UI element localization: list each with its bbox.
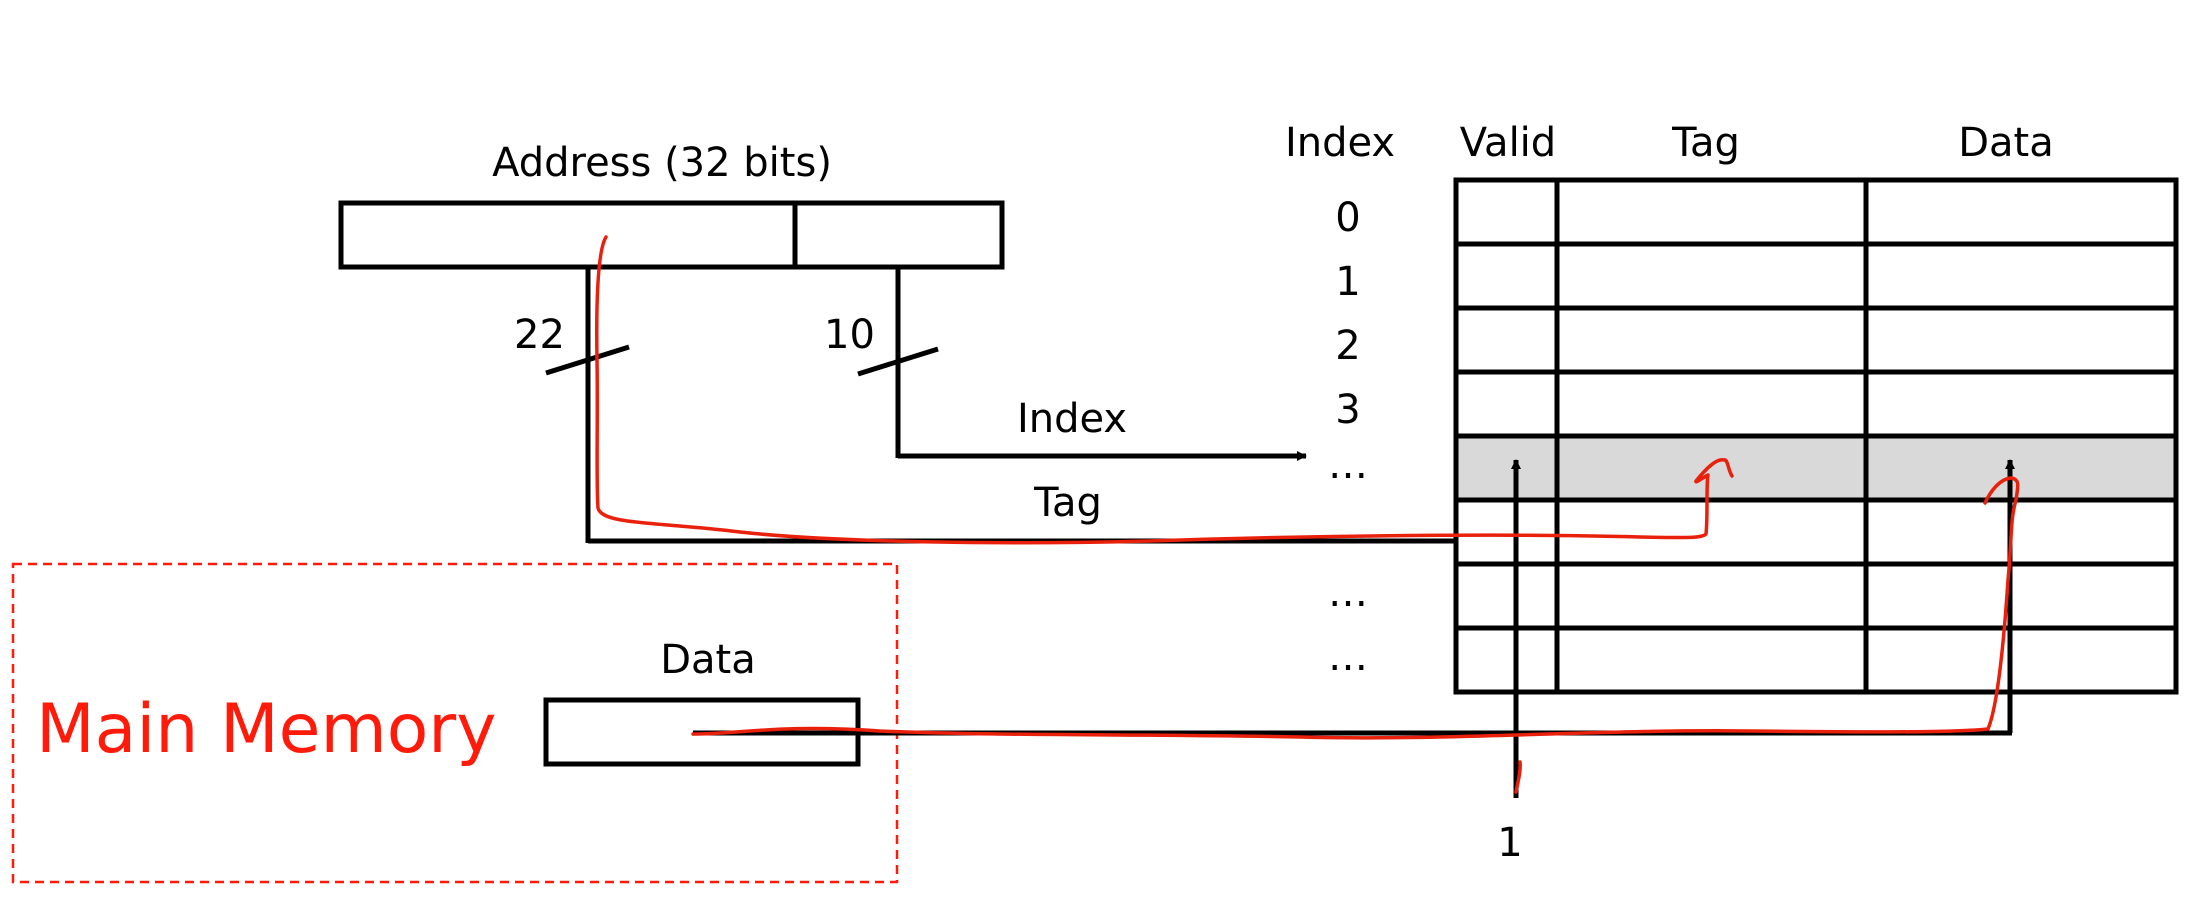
address-title: Address (32 bits) bbox=[492, 140, 832, 186]
valid-cell bbox=[1453, 369, 1560, 439]
index-bus-slash bbox=[857, 346, 939, 377]
tag-cell bbox=[1554, 305, 1869, 375]
valid-cell bbox=[1453, 433, 1560, 503]
index-label-column: 0 1 2 3 … … … bbox=[1328, 195, 1368, 680]
index-label: 0 bbox=[1335, 195, 1360, 241]
col-header-index: Index bbox=[1285, 120, 1395, 166]
col-header-data: Data bbox=[1958, 120, 2054, 166]
valid-cell bbox=[1453, 305, 1560, 375]
index-label: … bbox=[1328, 634, 1368, 680]
data-cell bbox=[1863, 305, 2179, 375]
annotation-data-trace bbox=[691, 476, 2020, 740]
tag-cell bbox=[1554, 497, 1869, 567]
valid-input-value: 1 bbox=[1497, 820, 1522, 866]
data-cell bbox=[1863, 369, 2179, 439]
tag-cell bbox=[1554, 177, 1869, 247]
data-cell bbox=[1863, 561, 2179, 631]
valid-cell bbox=[1453, 497, 1560, 567]
valid-cell bbox=[1453, 625, 1560, 695]
cache-table bbox=[1453, 177, 2179, 695]
tag-cell bbox=[1554, 561, 1869, 631]
valid-cell bbox=[1453, 561, 1560, 631]
valid-cell bbox=[1453, 241, 1560, 311]
data-cell bbox=[1863, 433, 2179, 503]
col-header-tag: Tag bbox=[1671, 120, 1740, 166]
index-label: … bbox=[1328, 442, 1368, 488]
memory-data-label: Data bbox=[660, 637, 756, 683]
index-label: 1 bbox=[1335, 259, 1360, 305]
address-index-field bbox=[792, 200, 1005, 270]
cache-row bbox=[1453, 305, 2179, 375]
tag-arrow-label: Tag bbox=[1033, 480, 1102, 526]
main-memory-region bbox=[11, 562, 899, 884]
tag-bus-slash bbox=[545, 344, 630, 376]
cache-row bbox=[1453, 561, 2179, 631]
index-arrow-label: Index bbox=[1017, 396, 1127, 442]
index-label: … bbox=[1328, 570, 1368, 616]
tag-cell bbox=[1554, 241, 1869, 311]
cache-row-highlighted bbox=[1453, 433, 2179, 503]
main-memory-label: Main Memory bbox=[36, 690, 497, 769]
data-cell bbox=[1863, 625, 2179, 695]
address-tag-field bbox=[338, 200, 798, 270]
index-bit-width: 10 bbox=[824, 312, 875, 358]
annotation-valid-mark bbox=[1514, 760, 1522, 794]
cache-row bbox=[1453, 369, 2179, 439]
cache-row bbox=[1453, 241, 2179, 311]
data-cell bbox=[1863, 241, 2179, 311]
index-label: 3 bbox=[1335, 387, 1360, 433]
annotation-tag-trace bbox=[595, 235, 1734, 545]
data-cell bbox=[1863, 497, 2179, 567]
index-label: 2 bbox=[1335, 323, 1360, 369]
tag-cell bbox=[1554, 369, 1869, 439]
cache-row bbox=[1453, 177, 2179, 247]
tag-cell bbox=[1554, 433, 1869, 503]
valid-cell bbox=[1453, 177, 1560, 247]
cache-row bbox=[1453, 497, 2179, 567]
cache-row bbox=[1453, 625, 2179, 695]
tag-bit-width: 22 bbox=[514, 312, 565, 358]
data-cell bbox=[1863, 177, 2179, 247]
col-header-valid: Valid bbox=[1460, 120, 1556, 166]
tag-cell bbox=[1554, 625, 1869, 695]
